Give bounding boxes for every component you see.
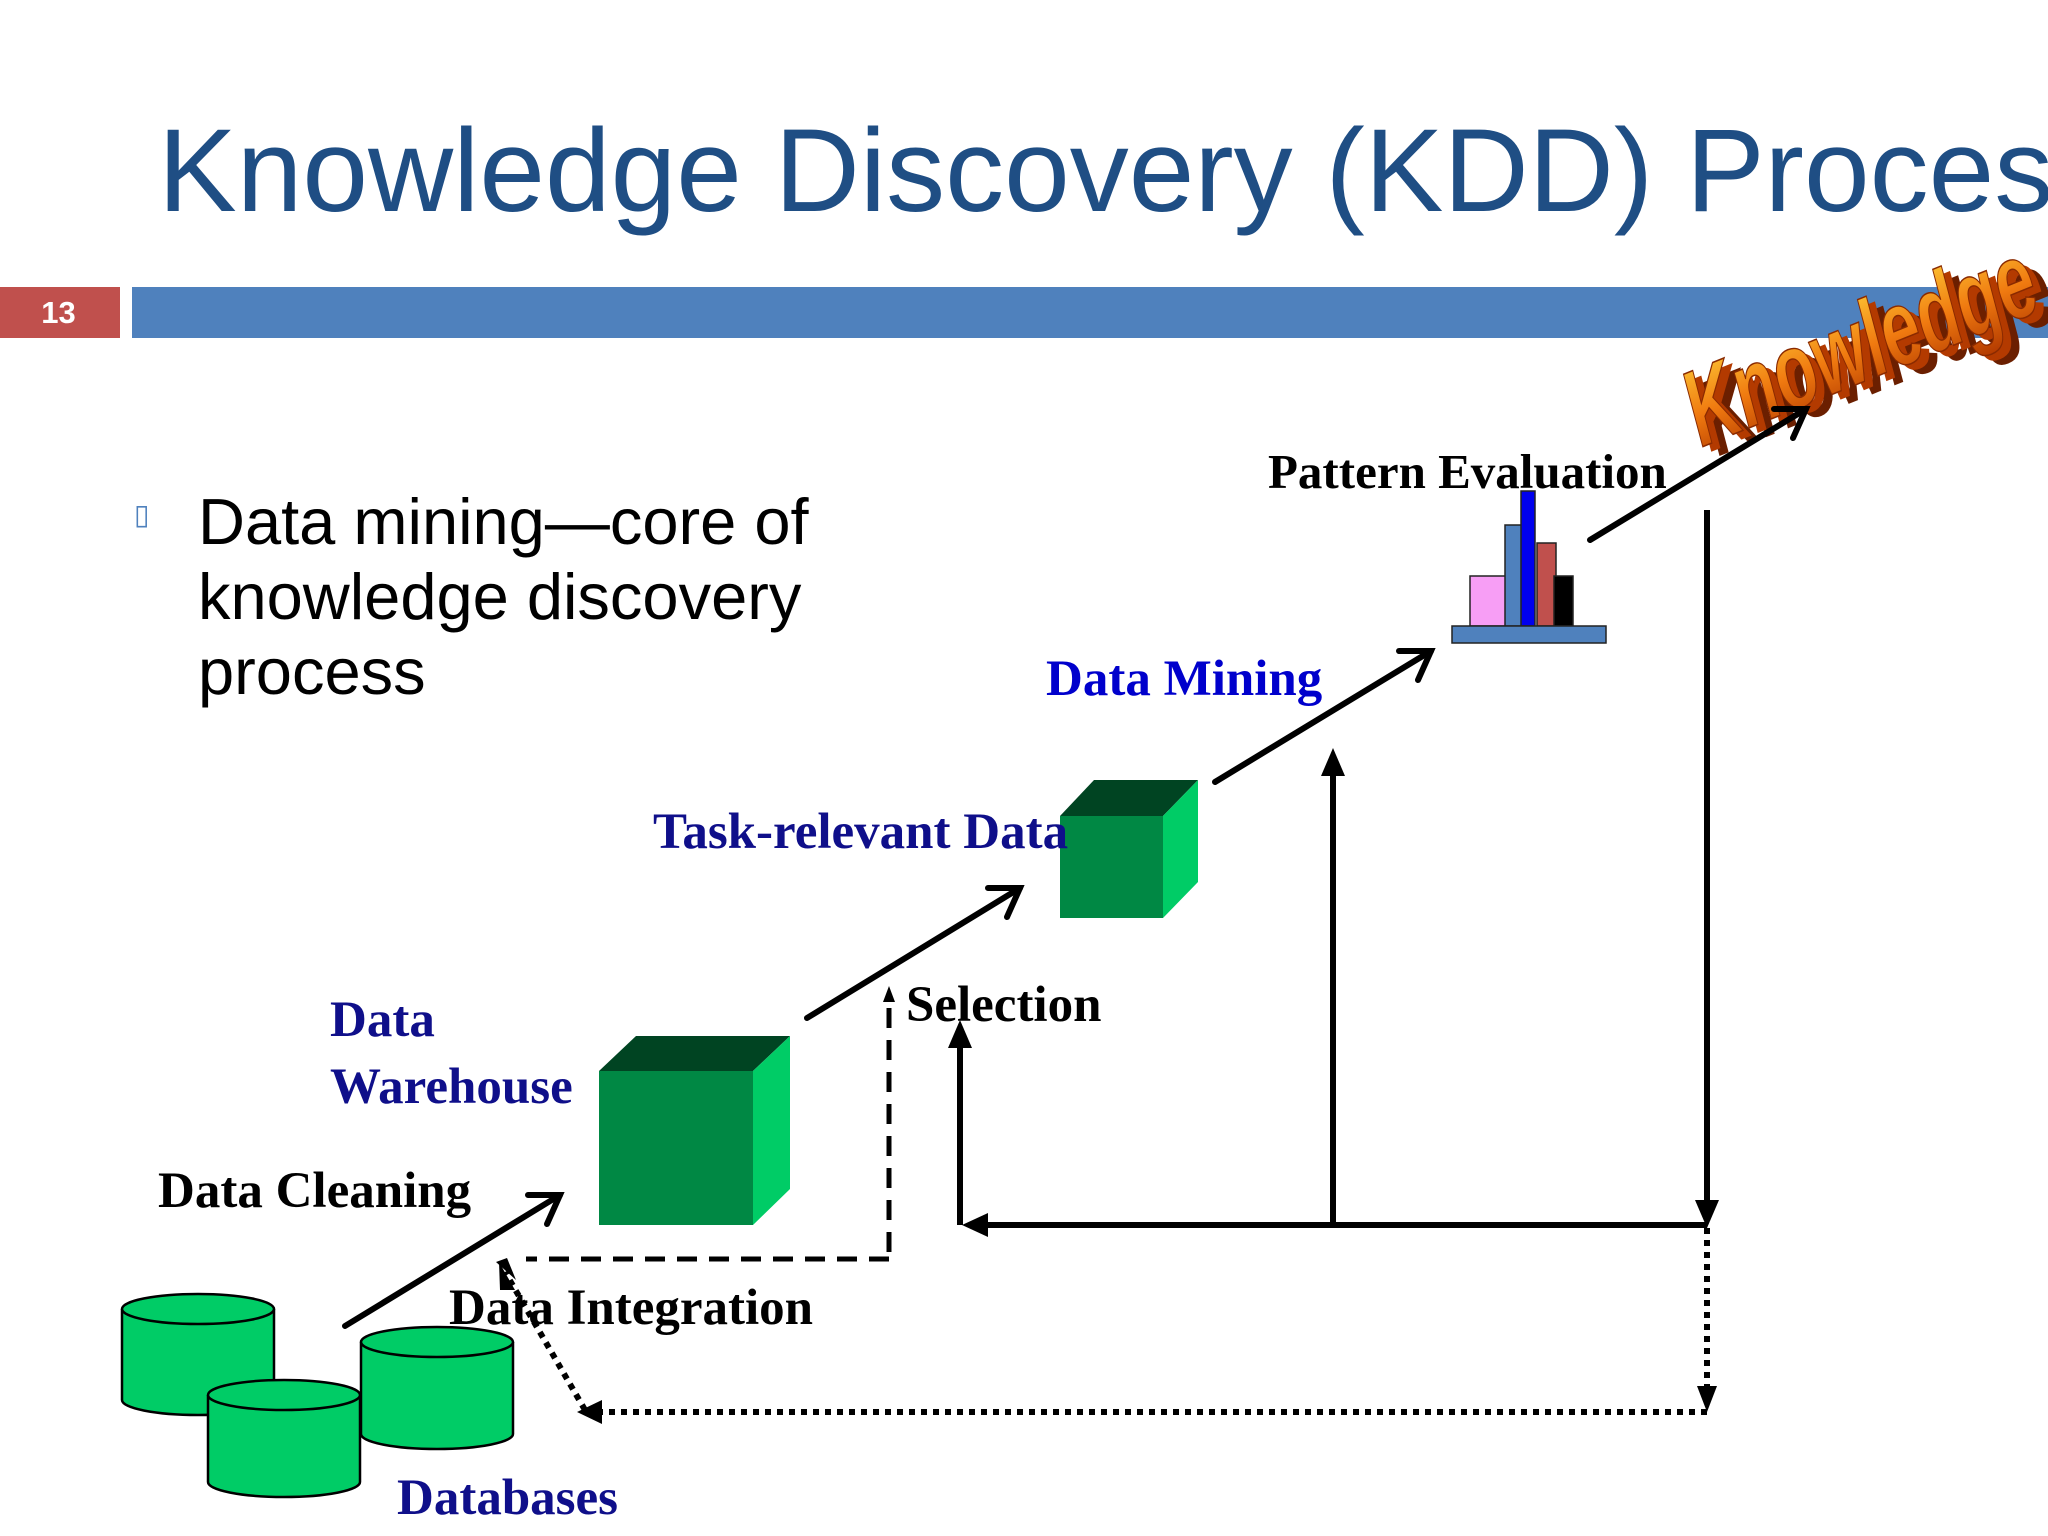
label-data-integration: Data Integration <box>449 1280 813 1336</box>
database-cylinder-2 <box>359 1325 515 1451</box>
label-databases: Databases <box>397 1470 618 1526</box>
title-accent-bar <box>132 287 2048 338</box>
slide-title: Knowledge Discovery (KDD) Process <box>158 105 2048 237</box>
process-arrows <box>342 406 1811 1329</box>
return-arrowheads <box>499 1262 1717 1424</box>
databases-icon <box>120 1292 515 1499</box>
arrow-warehouse-to-task <box>804 885 1025 1021</box>
label-data-cleaning: Data Cleaning <box>158 1163 471 1219</box>
selection-dashed-path <box>526 1008 892 1262</box>
feedback-arrowheads <box>948 748 1719 1237</box>
selection-arrowheads <box>496 986 895 1280</box>
square-bullet-icon: ▯ <box>134 498 150 531</box>
label-task-relevant-data: Task-relevant Data <box>653 804 1068 860</box>
feedback-loop-solid <box>957 510 1710 1228</box>
pattern-chart-icon <box>1451 490 1607 644</box>
return-dotted-path <box>502 1228 1710 1415</box>
label-data-warehouse-line1: Data <box>330 992 435 1048</box>
database-cylinder-3 <box>206 1378 362 1499</box>
data-warehouse-cube-icon <box>599 1036 790 1225</box>
knowledge-word-text: Knowledge <box>1665 218 2048 469</box>
label-pattern-evaluation: Pattern Evaluation <box>1268 444 1667 499</box>
label-selection: Selection <box>906 977 1101 1033</box>
arrow-cleaning <box>342 1192 565 1329</box>
label-data-warehouse-line2: Warehouse <box>330 1059 573 1115</box>
label-data-mining: Data Mining <box>1046 651 1322 707</box>
bullet-text: Data mining—core of knowledge discovery … <box>198 485 809 708</box>
arrow-mining-to-pattern <box>1587 406 1811 543</box>
task-relevant-data-cube-icon <box>1060 780 1198 918</box>
knowledge-word-logo: Knowledge Knowledge Knowledge <box>1664 217 2048 478</box>
arrow-task-to-mining <box>1212 648 1436 785</box>
slide-number: 13 <box>0 287 120 338</box>
